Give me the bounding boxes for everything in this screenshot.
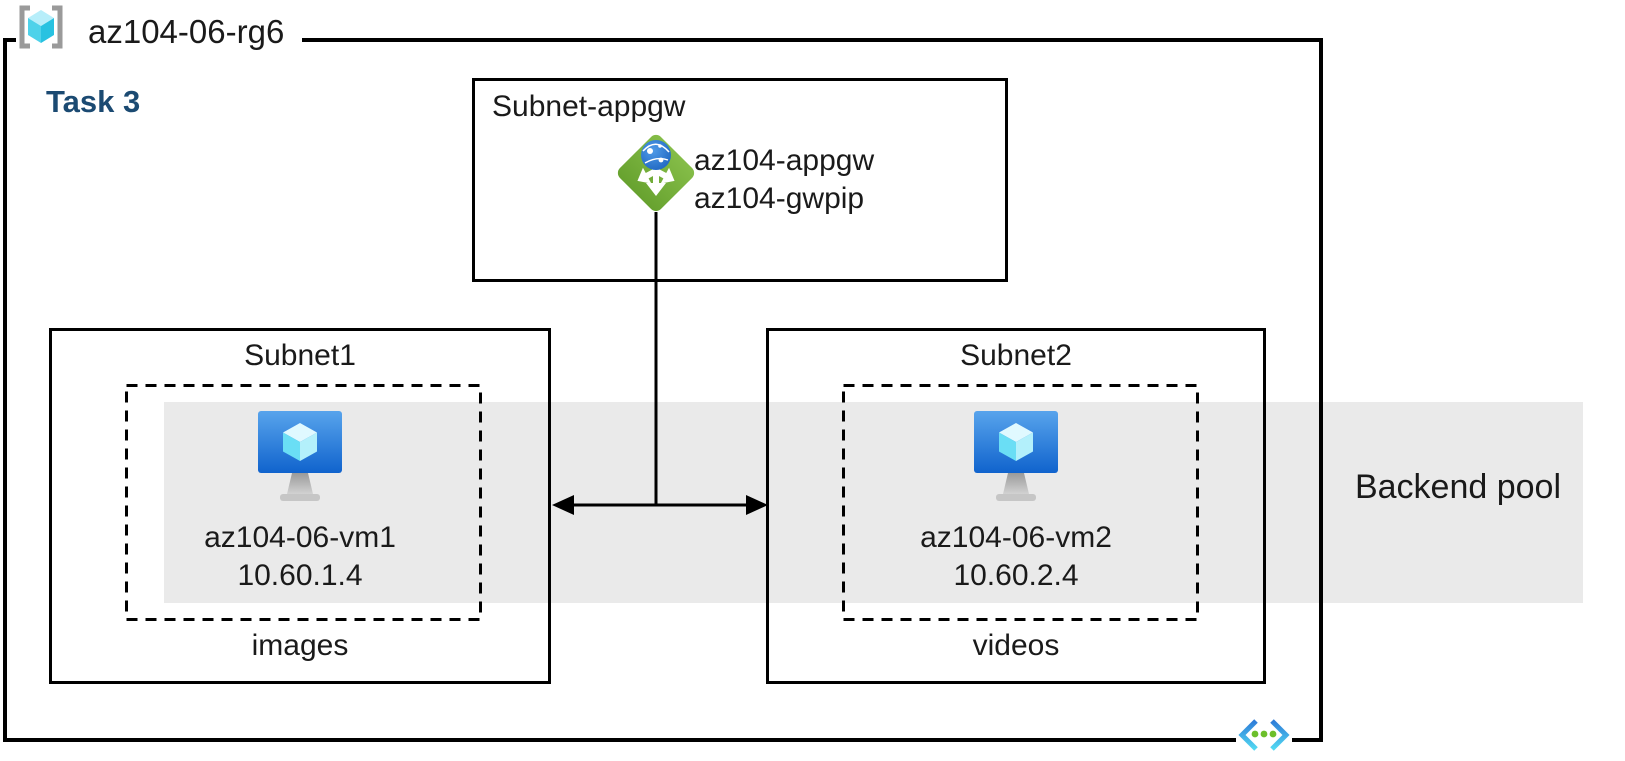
subnet2-vm-dashed-box xyxy=(842,384,1199,626)
subnet-appgw-box: Subnet-appgw xyxy=(472,78,1008,282)
backend-pool-label: Backend pool xyxy=(1354,468,1562,506)
azure-virtual-machine-icon xyxy=(972,411,1060,511)
subnet2-caption: videos xyxy=(972,629,1060,662)
appgw-public-ip-name: az104-gwpip xyxy=(694,182,865,215)
vm1-name: az104-06-vm1 xyxy=(204,521,396,554)
subnet2-title: Subnet2 xyxy=(960,339,1072,372)
subnet2-vm-text: az104-06-vm2 10.60.2.4 xyxy=(769,519,1263,595)
subnet2-box: Subnet2 xyxy=(766,328,1266,684)
subnet1-box: Subnet1 xyxy=(49,328,551,684)
task-label: Task 3 xyxy=(46,84,141,119)
vm2-ip: 10.60.2.4 xyxy=(953,559,1079,592)
appgw-name: az104-appgw xyxy=(694,144,875,177)
azure-resource-group-icon xyxy=(15,4,67,55)
backend-pool-band xyxy=(164,402,1583,603)
azure-application-gateway-icon xyxy=(613,130,699,221)
subnet-appgw-title: Subnet-appgw xyxy=(492,90,686,123)
azure-virtual-machine-icon xyxy=(256,411,344,511)
appgw-labels: az104-appgw az104-gwpip xyxy=(694,142,874,218)
azure-virtual-network-icon xyxy=(1236,716,1292,759)
vm2-name: az104-06-vm2 xyxy=(920,521,1112,554)
subnet1-title: Subnet1 xyxy=(244,339,356,372)
resource-group-box xyxy=(3,38,1323,742)
subnet1-vm-text: az104-06-vm1 10.60.1.4 xyxy=(52,519,548,595)
vm1-ip: 10.60.1.4 xyxy=(237,559,363,592)
subnet1-vm-dashed-box xyxy=(125,384,482,626)
subnet1-caption: images xyxy=(251,629,349,662)
resource-group-border-gap xyxy=(16,35,302,45)
resource-group-name: az104-06-rg6 xyxy=(88,13,285,50)
